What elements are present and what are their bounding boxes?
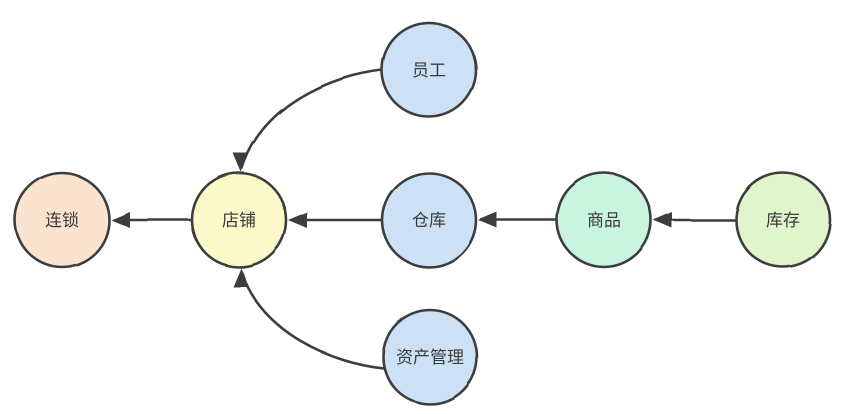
node-product[interactable]: [555, 171, 653, 269]
edge-asset-management-to-shop[interactable]: [233, 268, 386, 370]
arrowhead-icon: [288, 212, 307, 228]
node-inventory[interactable]: [734, 171, 832, 269]
arrowhead-icon: [478, 212, 497, 228]
node-label-employee: 员工: [412, 61, 446, 80]
node-label-warehouse: 仓库: [412, 211, 446, 230]
edge-line[interactable]: [240, 271, 386, 370]
edge-product-to-warehouse[interactable]: [478, 212, 559, 228]
arrowhead-icon: [653, 212, 672, 228]
node-asset-management[interactable]: [381, 308, 479, 406]
node-employee[interactable]: [380, 21, 478, 119]
node-label-chain: 连锁: [45, 211, 79, 230]
edge-warehouse-to-shop[interactable]: [288, 212, 384, 228]
arrowhead-icon: [233, 153, 249, 172]
node-label-shop: 店铺: [222, 211, 256, 230]
node-label-inventory: 库存: [766, 211, 800, 230]
node-warehouse[interactable]: [380, 171, 478, 269]
node-chain[interactable]: [13, 171, 111, 269]
node-label-asset-management: 资产管理: [396, 348, 464, 367]
circles-layer: [13, 21, 832, 406]
arrowhead-icon: [111, 212, 130, 228]
edge-inventory-to-product[interactable]: [653, 212, 738, 228]
edge-shop-to-chain[interactable]: [111, 212, 194, 228]
edges-layer: [111, 68, 738, 370]
node-label-product: 商品: [587, 211, 621, 230]
node-shop[interactable]: [190, 171, 288, 269]
arrowhead-icon: [233, 268, 249, 287]
edge-employee-to-shop[interactable]: [233, 68, 384, 172]
edge-line[interactable]: [240, 68, 384, 170]
